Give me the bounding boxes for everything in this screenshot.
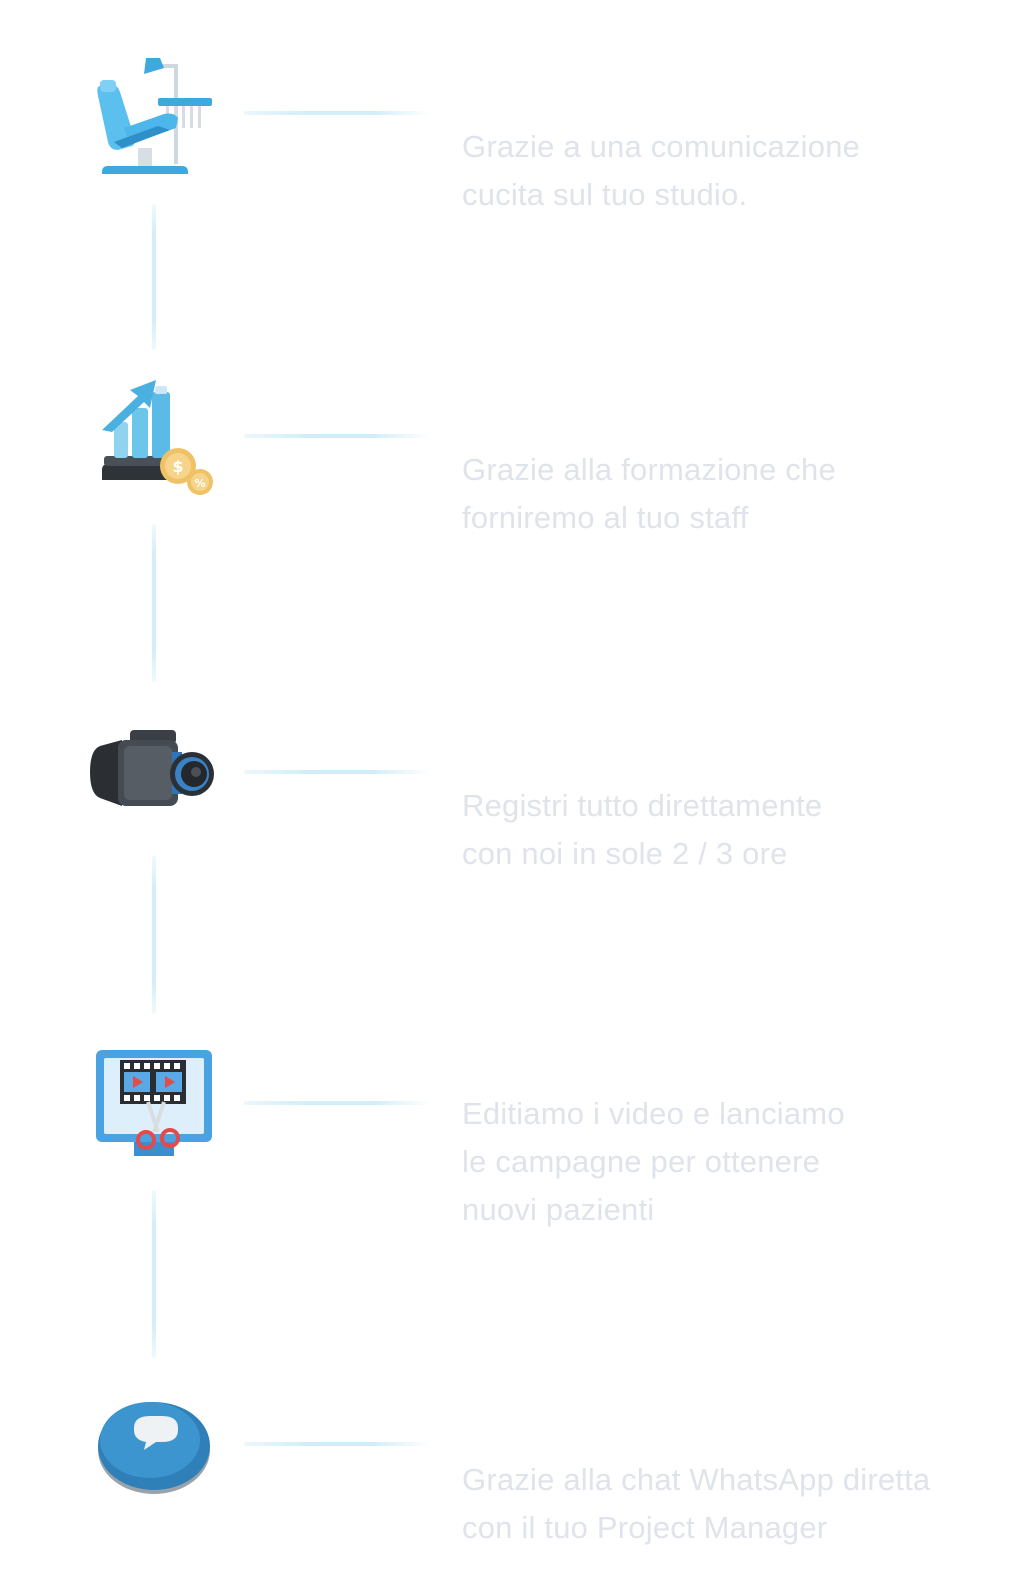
step-description-line: forniremo al tuo staff (462, 500, 749, 535)
step-description: Registri tutto direttamente con noi in s… (462, 782, 822, 878)
step-description-line: Grazie alla formazione che (462, 452, 836, 487)
step-description-line: Grazie alla chat WhatsApp diretta (462, 1462, 931, 1497)
step-description-line: le campagne per ottenere (462, 1144, 821, 1179)
video-editing-monitor-icon (94, 1046, 216, 1160)
step-description-line: con il tuo Project Manager (462, 1510, 828, 1545)
step-description: Editiamo i video e lanciamo le campagne … (462, 1090, 845, 1234)
connector-horizontal (244, 770, 430, 774)
connector-vertical (152, 204, 156, 350)
step-description-line: con noi in sole 2 / 3 ore (462, 836, 788, 871)
growth-chart-coins-icon: $ % (96, 378, 216, 498)
step-description: Grazie a una comunicazione cucita sul tu… (462, 123, 860, 219)
step-description: Grazie alla chat WhatsApp diretta con il… (462, 1456, 930, 1552)
step-description-line: Grazie a una comunicazione (462, 129, 861, 164)
connector-vertical (152, 1190, 156, 1358)
connector-vertical (152, 856, 156, 1014)
step-description-line: Registri tutto direttamente (462, 788, 823, 823)
svg-text:$: $ (172, 457, 183, 476)
step-description-line: Editiamo i video e lanciamo (462, 1096, 845, 1131)
svg-text:%: % (194, 477, 205, 490)
connector-horizontal (244, 1442, 430, 1446)
connector-horizontal (244, 111, 430, 115)
step-description-line: cucita sul tuo studio. (462, 177, 748, 212)
video-camera-icon (88, 726, 216, 810)
dental-chair-icon (94, 56, 214, 178)
connector-horizontal (244, 434, 430, 438)
connector-horizontal (244, 1101, 430, 1105)
step-description: Grazie alla formazione che forniremo al … (462, 446, 836, 542)
connector-vertical (152, 524, 156, 682)
step-description-line: nuovi pazienti (462, 1192, 655, 1227)
chat-bubble-button-icon (94, 1390, 214, 1498)
